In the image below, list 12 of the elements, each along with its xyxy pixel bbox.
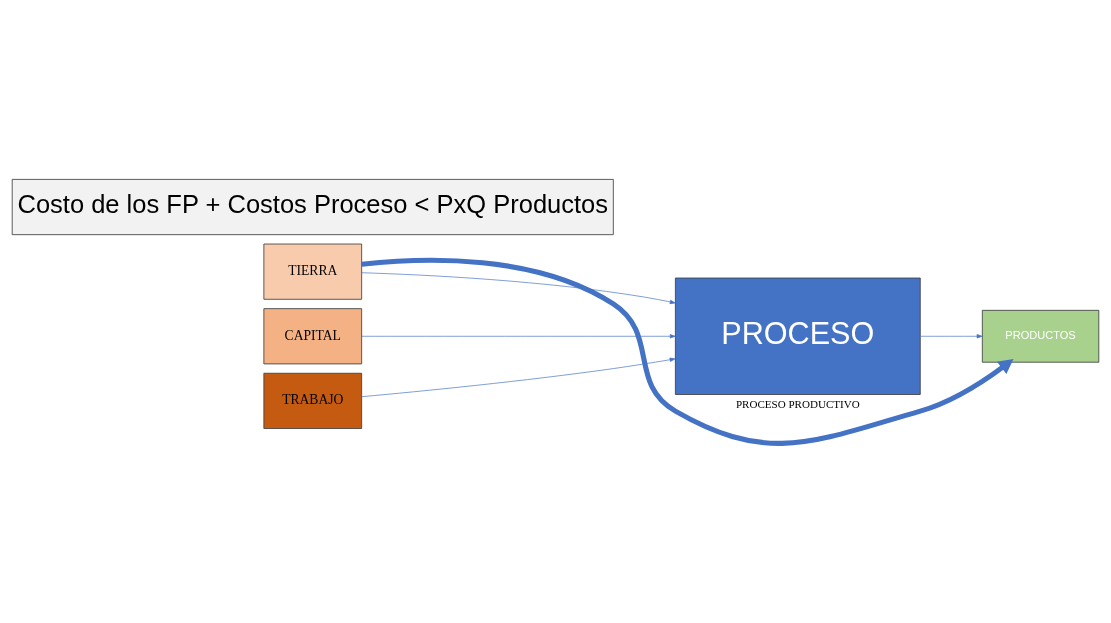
node-box: PRODUCTOS [981,309,1100,363]
node-box: TRABAJO [263,372,363,429]
arrow [361,334,676,339]
node-box: PROCESO [674,277,921,395]
edge-label: PROCESO PRODUCTIVO [735,398,860,411]
arrow [920,334,983,339]
arrow [361,357,676,398]
node-box: Costo de los FP + Costos Proceso < PxQ Productos [11,178,614,236]
node-box: TIERRA [263,243,363,300]
arrow [361,272,676,305]
node-box: CAPITAL [263,308,363,365]
arrow [361,257,1014,446]
